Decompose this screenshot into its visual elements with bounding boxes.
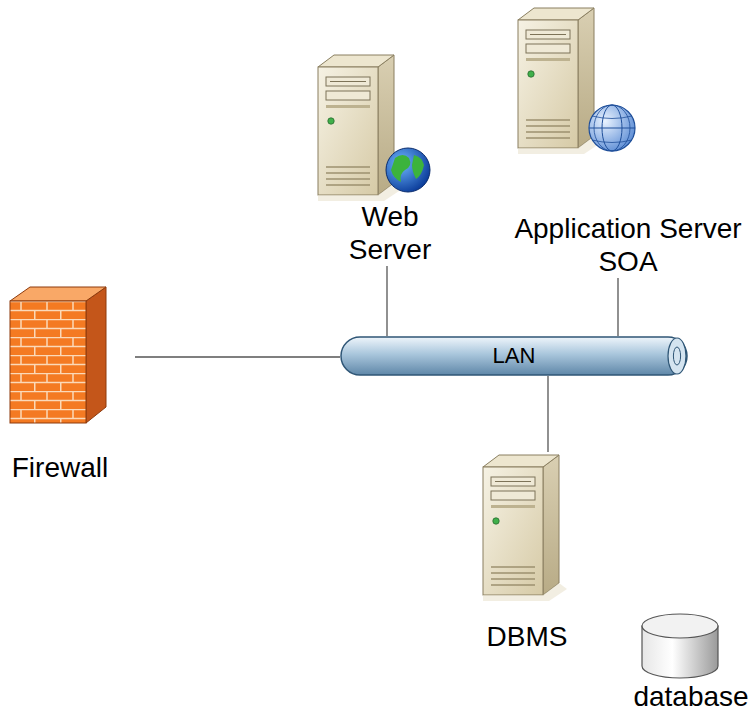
node-label: database [628,680,754,713]
node-label: Firewall [4,451,116,484]
brick-wall [8,283,135,428]
globe-icon [386,148,430,192]
network-link [547,376,548,452]
node-label: Application Server SOA [509,212,747,278]
node-label: LAN [340,343,688,369]
network-link [135,356,340,357]
node-label: DBMS [472,620,582,653]
server-label: Web Server [334,200,446,266]
disk-cylinder [628,610,754,682]
node-label: Web Server [334,200,446,266]
dbms-server: DBMS [472,452,582,657]
database-cylinder: database [628,610,754,715]
server-label: Application Server SOA [509,212,747,278]
globe-icon [589,105,635,151]
network-link [617,278,618,336]
network-link [386,266,387,336]
firewall-icon: Firewall [8,283,135,483]
lan-pipe: LAN [340,336,688,376]
